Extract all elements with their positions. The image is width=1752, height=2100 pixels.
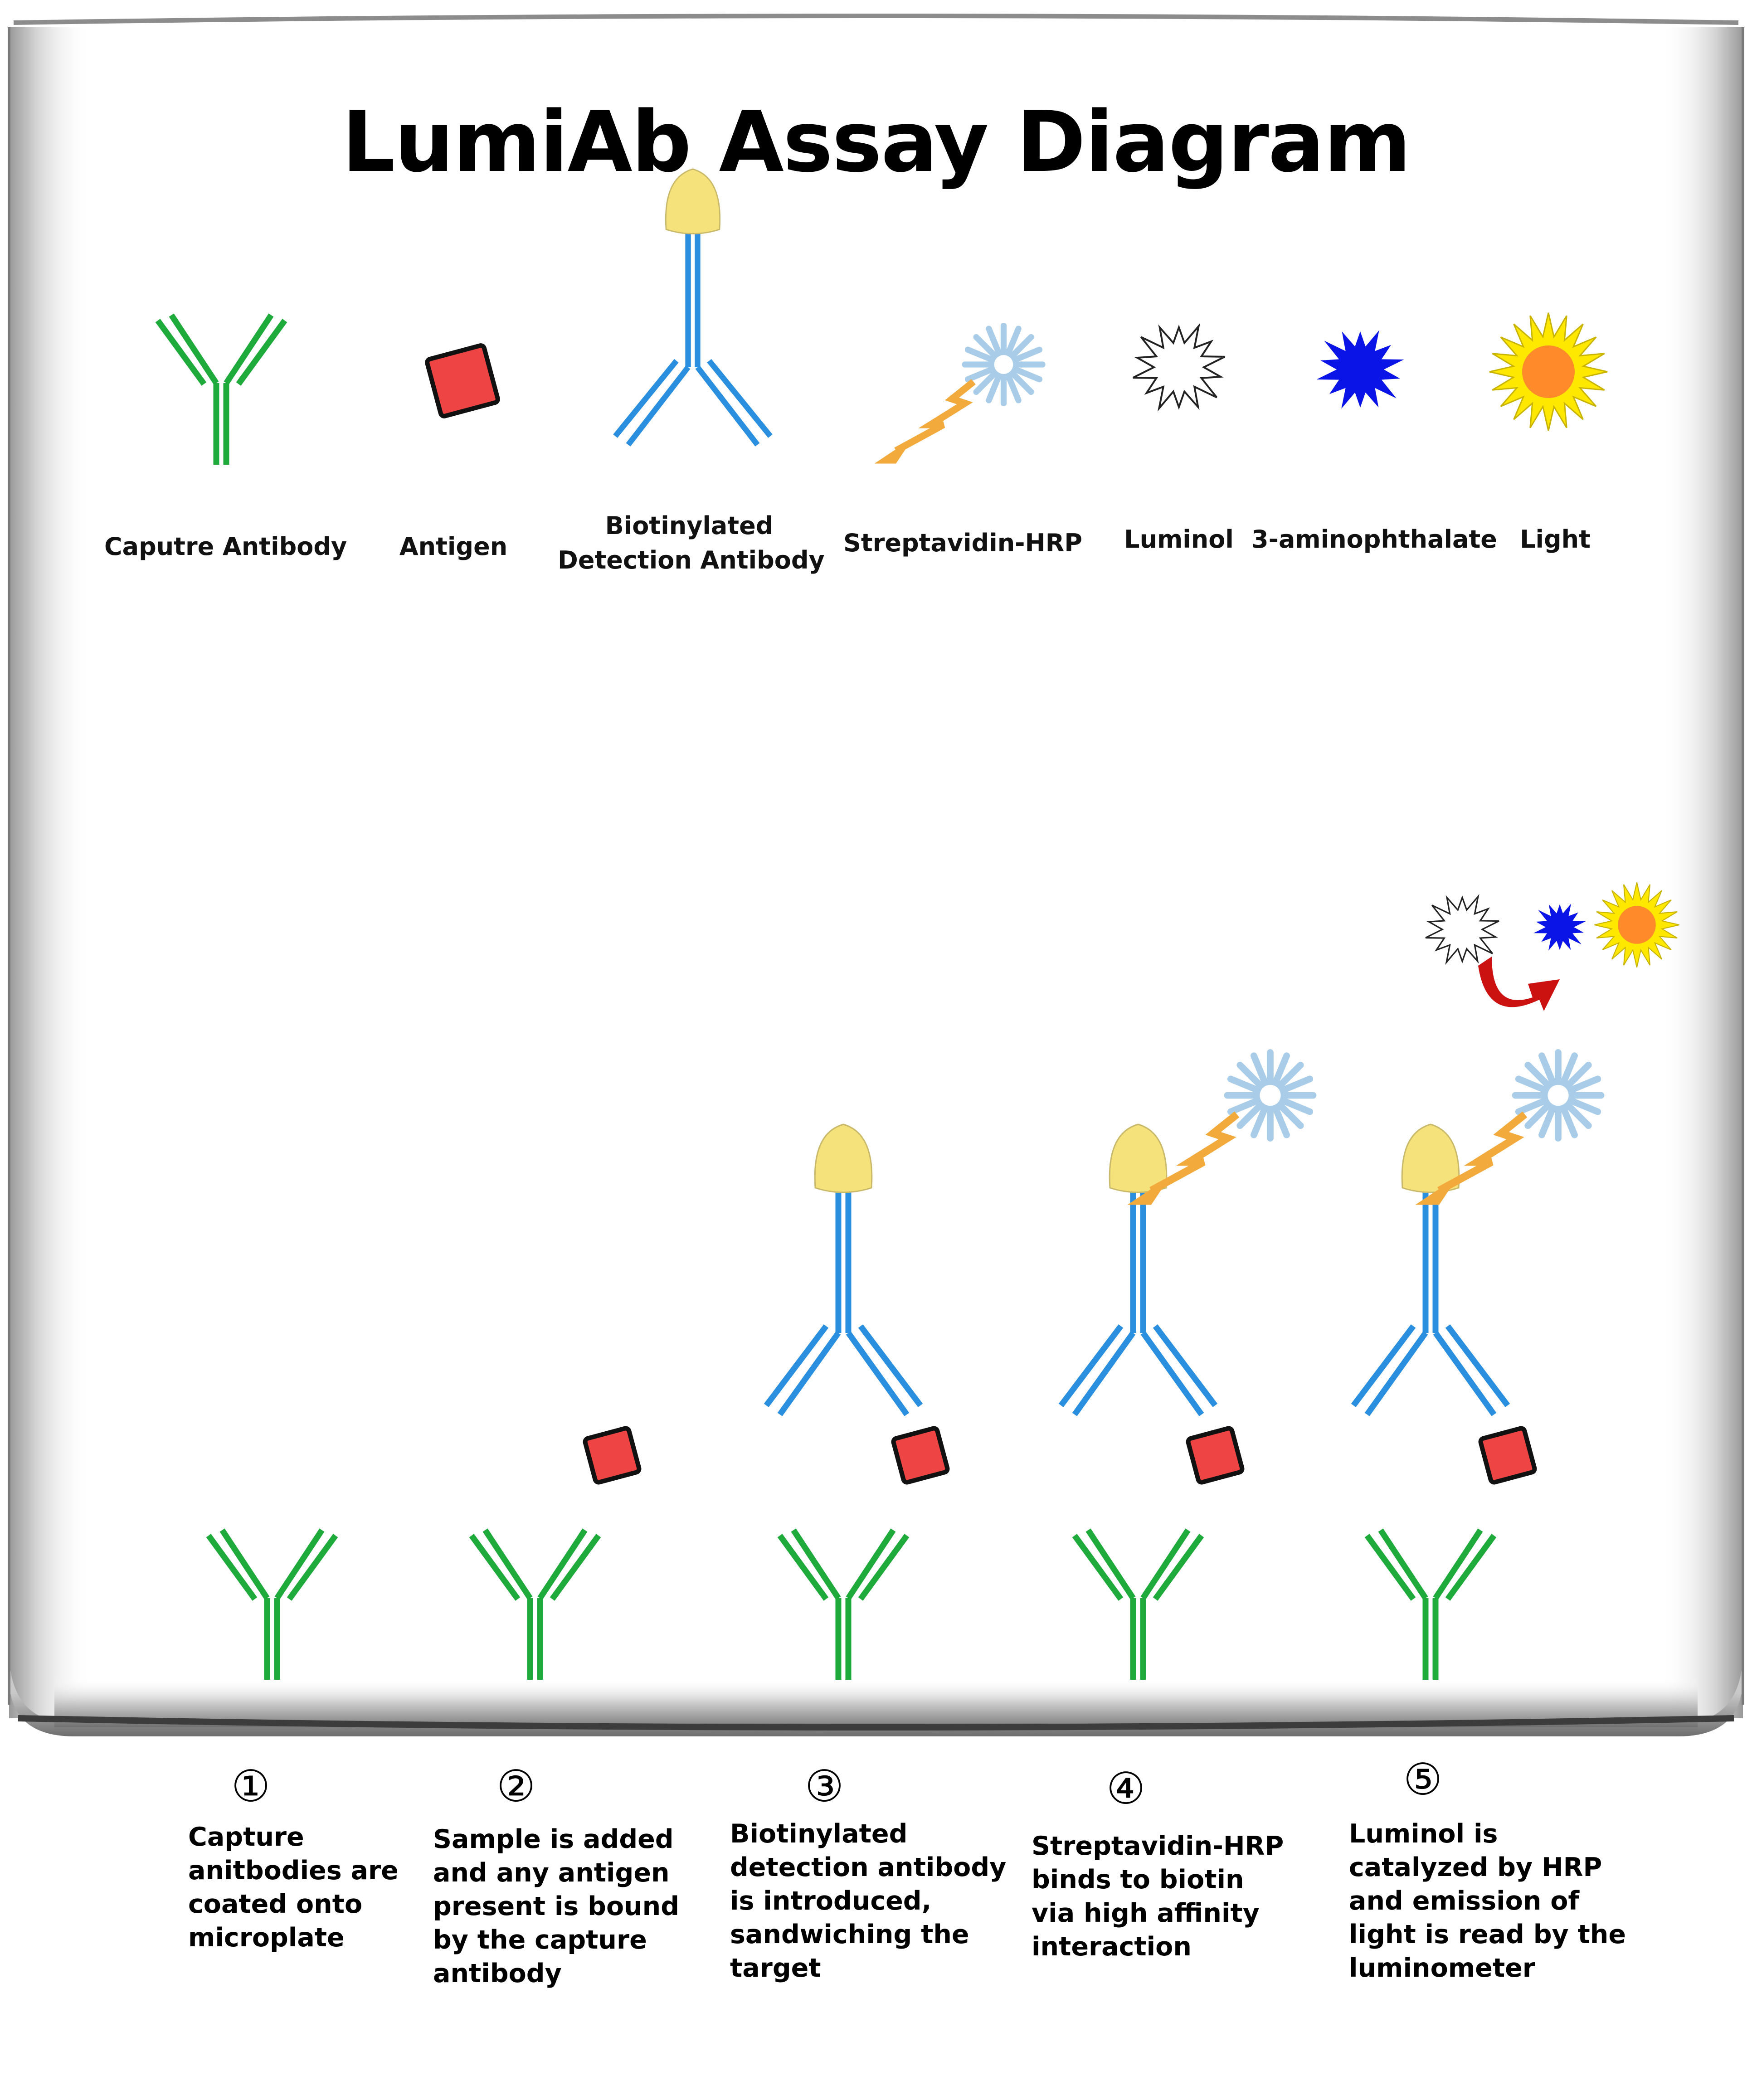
step-description-1: Capture anitbodies are coated onto micro… <box>188 1820 442 1954</box>
detection-antibody-icon <box>1351 1123 1510 1416</box>
hrp-arrowhead <box>874 438 913 464</box>
legend-label-line: Detection Antibody <box>558 546 825 574</box>
step-description-3: Biotinylated detection antibody is intro… <box>730 1817 1007 1985</box>
detection-antibody-icon <box>613 168 773 447</box>
step-line: catalyzed by HRP <box>1349 1852 1602 1882</box>
capture-antibody-icon <box>155 313 287 465</box>
biotin-cap <box>814 1123 873 1193</box>
step-line: anitbodies are <box>188 1856 399 1886</box>
detection-antibody-icon <box>1058 1123 1218 1416</box>
step-description-5: Luminol is catalyzed by HRP and emission… <box>1349 1817 1626 1985</box>
step-description-4: Streptavidin-HRP binds to biotin via hig… <box>1032 1829 1285 1964</box>
step-line: light is read by the <box>1349 1920 1626 1949</box>
streptavidin-hrp-icon <box>1415 1049 1605 1205</box>
hrp-arrowhead <box>1415 1176 1458 1205</box>
biotin-cap <box>665 168 721 234</box>
luminol-icon <box>1425 894 1499 965</box>
step-line: is introduced, <box>730 1886 932 1916</box>
aminophthalate-icon <box>1533 904 1586 951</box>
legend-label-antigen: Antigen <box>399 532 508 561</box>
hrp-star <box>1512 1049 1605 1142</box>
aminophthalate-icon <box>1316 330 1404 409</box>
step-line: and emission of <box>1349 1886 1580 1916</box>
step-line: antibody <box>433 1959 562 1988</box>
legend-label-capture-antibody: Caputre Antibody <box>104 532 347 561</box>
capture-antibody-icon <box>1364 1528 1497 1680</box>
hrp-arrowhead <box>1127 1176 1170 1205</box>
step-line: by the capture <box>433 1925 647 1955</box>
step-line: via high affinity <box>1032 1898 1260 1928</box>
capture-antibody-icon <box>1072 1528 1204 1680</box>
diagram-title: LumiAb Assay Diagram <box>341 93 1411 191</box>
step-3-illustration <box>764 1123 950 1680</box>
microplate-well <box>8 14 1744 1736</box>
step-5-illustration <box>1351 1123 1537 1680</box>
step-line: Luminol is <box>1349 1819 1498 1849</box>
step-line: binds to biotin <box>1032 1865 1244 1895</box>
step-number-4: ④ <box>1106 1763 1146 1814</box>
hrp-bolt <box>1149 1111 1240 1194</box>
step-line: luminometer <box>1349 1953 1535 1983</box>
step-number-2: ② <box>496 1761 536 1812</box>
step-line: and any antigen <box>433 1858 670 1888</box>
hrp-star <box>962 322 1046 407</box>
antigen-icon <box>1478 1426 1537 1485</box>
capture-antibody-icon <box>206 1528 338 1680</box>
capture-antibody-icon <box>777 1528 910 1680</box>
step-line: sandwiching the <box>730 1920 969 1949</box>
step-line: interaction <box>1032 1932 1192 1962</box>
streptavidin-hrp-icon <box>874 322 1046 464</box>
step-line: Streptavidin-HRP <box>1032 1831 1284 1861</box>
biotin-cap <box>1109 1123 1168 1193</box>
step-description-2: Sample is added and any antigen present … <box>433 1823 687 1990</box>
detection-antibody-icon <box>764 1123 923 1416</box>
legend-label-aminophthalate: 3-aminophthalate <box>1251 525 1497 554</box>
capture-antibody-icon <box>469 1528 601 1680</box>
legend-label-detection-antibody: Biotinylated Detection Antibody <box>558 509 825 578</box>
step-line: target <box>730 1953 821 1983</box>
step-line: microplate <box>188 1923 345 1953</box>
antigen-icon <box>1186 1426 1245 1485</box>
step-line: Capture <box>188 1822 304 1852</box>
step-line: present is bound <box>433 1891 680 1921</box>
hrp-bolt <box>894 379 976 454</box>
legend-label-line: Biotinylated <box>605 511 774 540</box>
step-line: detection antibody <box>730 1852 1007 1882</box>
light-sun-icon <box>1489 312 1608 431</box>
antigen-icon <box>583 1426 642 1485</box>
step-line: Sample is added <box>433 1824 674 1854</box>
light-sun-icon <box>1594 882 1679 967</box>
step-line: Biotinylated <box>730 1819 908 1849</box>
hrp-star <box>1224 1049 1317 1142</box>
antigen-icon <box>425 343 500 418</box>
legend-label-light: Light <box>1520 525 1591 554</box>
streptavidin-hrp-icon <box>1127 1049 1317 1205</box>
step-number-1: ① <box>231 1761 271 1812</box>
step-4-illustration <box>1058 1123 1245 1680</box>
antigen-icon <box>891 1426 950 1485</box>
hrp-bolt <box>1437 1111 1528 1194</box>
biotin-cap <box>1401 1123 1460 1193</box>
reaction-arrow-icon <box>1478 957 1560 1011</box>
legend-label-luminol: Luminol <box>1124 525 1234 554</box>
step-number-5: ⑤ <box>1403 1754 1443 1805</box>
legend-label-streptavidin-hrp: Streptavidin-HRP <box>843 529 1082 557</box>
step-number-3: ③ <box>805 1761 844 1812</box>
step-line: coated onto <box>188 1889 363 1919</box>
luminol-icon <box>1133 323 1225 412</box>
